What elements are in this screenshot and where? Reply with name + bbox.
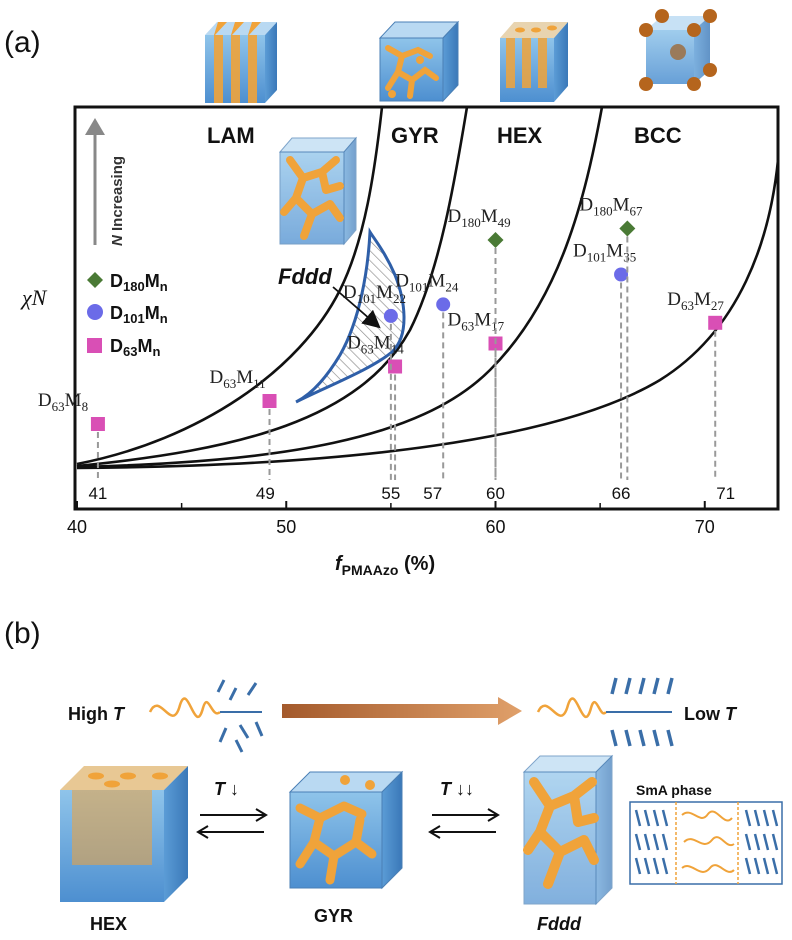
gyr-cube-icon bbox=[288, 770, 404, 890]
low-t-label: Low T bbox=[684, 704, 738, 724]
bcc-disorder-boundary bbox=[76, 159, 780, 470]
plot-frame bbox=[73, 105, 780, 511]
legend: D180Mn D101Mn D63Mn bbox=[87, 271, 168, 359]
x-tick-label: 40 bbox=[67, 517, 87, 537]
data-point-label: D63M11 bbox=[210, 367, 266, 391]
x-tick-label: 50 bbox=[276, 517, 296, 537]
step2-equilibrium-arrows bbox=[428, 808, 500, 839]
data-point-label: D63M27 bbox=[667, 289, 724, 313]
legend-item-d101: D101Mn bbox=[110, 303, 168, 326]
legend-marker-circle bbox=[87, 304, 103, 320]
step1-equilibrium-arrows bbox=[196, 808, 268, 839]
bcc-structure-icon bbox=[639, 9, 717, 91]
composition-mark-label: 60 bbox=[486, 484, 505, 503]
fddd-cube-icon bbox=[522, 754, 614, 906]
fddd-bottom-label: Fddd bbox=[537, 914, 582, 934]
hex-cube-icon bbox=[60, 766, 188, 902]
chart-layer: 40 50 60 70 41 49 55 57 60 66 71 D63M8 D63M11 D63M14 D… bbox=[38, 195, 735, 538]
legend-marker-square bbox=[87, 338, 102, 353]
data-point-label: D63M14 bbox=[347, 333, 404, 357]
x-tick-label: 70 bbox=[695, 517, 715, 537]
data-point-D63M27 bbox=[708, 315, 723, 330]
y-axis-label: χN bbox=[20, 285, 48, 310]
legend-item-d180: D180Mn bbox=[110, 271, 168, 294]
data-point-label: D180M67 bbox=[579, 195, 643, 219]
fddd-label: Fddd bbox=[278, 264, 332, 289]
data-point-label: D180M49 bbox=[448, 206, 511, 230]
hex-structure-icon bbox=[500, 22, 568, 102]
legend-marker-diamond bbox=[87, 272, 103, 288]
phase-label-gyr: GYR bbox=[391, 123, 439, 148]
hex-bcc-boundary bbox=[76, 106, 604, 469]
fddd-structure-icon bbox=[278, 136, 358, 246]
data-point-label: D101M35 bbox=[573, 241, 636, 265]
composition-mark-label: 57 bbox=[423, 484, 442, 503]
data-point-D101M24 bbox=[436, 297, 451, 312]
data-point-label: D63M17 bbox=[448, 310, 505, 334]
data-point-label: D101M24 bbox=[395, 270, 459, 294]
high-t-label: High T bbox=[68, 704, 126, 724]
gyr-hex-boundary bbox=[76, 106, 469, 468]
composition-mark-label: 49 bbox=[256, 484, 275, 503]
panel-b-label: (b) bbox=[4, 617, 41, 650]
step1-label: T ↓ bbox=[214, 779, 239, 799]
data-point-D180M49 bbox=[487, 232, 504, 248]
composition-mark-label: 66 bbox=[612, 484, 631, 503]
lam-structure-icon bbox=[205, 22, 277, 103]
data-point-D63M8 bbox=[90, 417, 105, 431]
sma-phase-schematic bbox=[629, 801, 783, 885]
step2-label: T ↓↓ bbox=[440, 779, 474, 799]
x-tick-label: 60 bbox=[485, 517, 505, 537]
data-point-D63M14 bbox=[388, 359, 403, 374]
phase-label-hex: HEX bbox=[497, 123, 543, 148]
high-t-polymer-icon bbox=[148, 679, 264, 753]
n-increasing-label: N Increasing bbox=[109, 156, 126, 246]
composition-mark-label: 41 bbox=[88, 484, 107, 503]
phase-boundaries bbox=[76, 106, 780, 470]
phase-label-lam: LAM bbox=[207, 123, 255, 148]
cooling-arrow bbox=[282, 697, 522, 725]
fddd-pointer-arrow bbox=[332, 286, 381, 329]
sma-phase-label: SmA phase bbox=[636, 782, 712, 798]
data-point-label: D101M22 bbox=[343, 282, 406, 306]
data-point-D101M35 bbox=[614, 267, 629, 282]
gyr-structure-icon bbox=[378, 20, 460, 103]
legend-item-d63: D63Mn bbox=[110, 336, 160, 359]
data-point-label: D63M8 bbox=[38, 390, 88, 414]
panel-a-label: (a) bbox=[4, 26, 41, 59]
x-axis-label: fPMAAzo (%) bbox=[335, 553, 435, 578]
gyr-label: GYR bbox=[314, 906, 353, 926]
composition-mark-label: 71 bbox=[716, 484, 735, 503]
low-t-polymer-icon bbox=[536, 677, 674, 747]
fddd-region bbox=[295, 227, 406, 404]
phase-label-bcc: BCC bbox=[634, 123, 682, 148]
n-increasing-arrow: N Increasing bbox=[85, 118, 126, 246]
composition-mark-label: 55 bbox=[381, 484, 400, 503]
data-point-D101M22 bbox=[383, 308, 398, 323]
data-point-D63M11 bbox=[262, 394, 277, 408]
data-point-D180M67 bbox=[619, 220, 636, 237]
lam-gyr-boundary bbox=[76, 106, 384, 466]
hex-label: HEX bbox=[90, 914, 127, 934]
